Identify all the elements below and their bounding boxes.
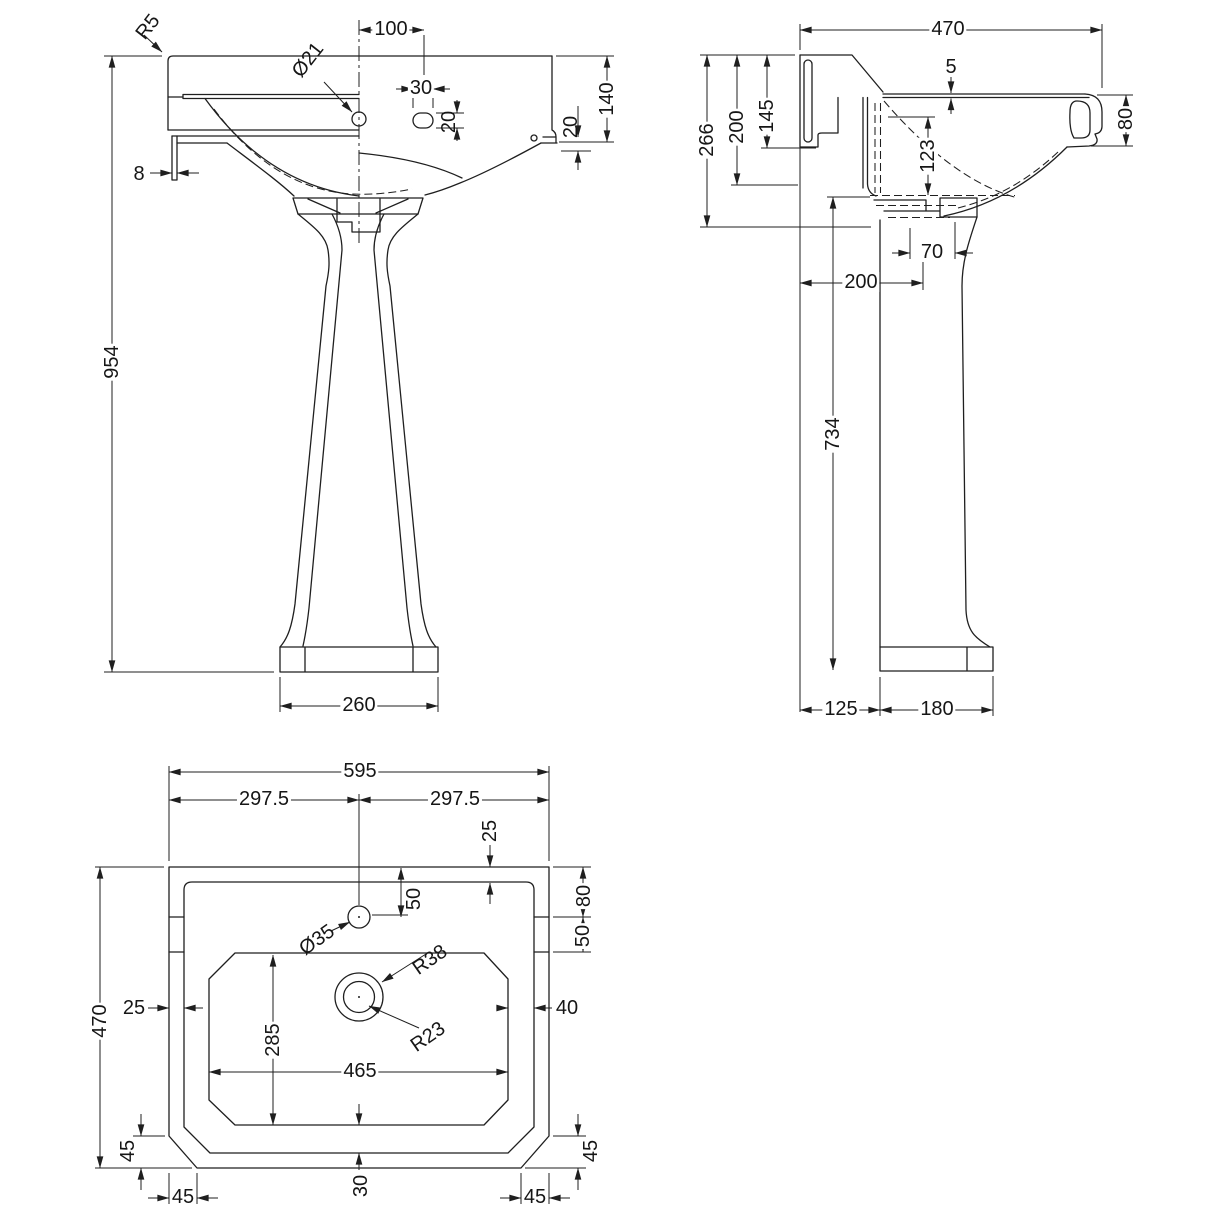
- front-overflow-slot: [412, 112, 434, 129]
- dim-plan-back-band-inner: 50: [572, 922, 594, 950]
- dim-side-fixing-height-3: 145: [756, 97, 778, 135]
- front-view-basin-outline: [167, 20, 558, 243]
- dim-front-apron-step: 20: [560, 115, 582, 139]
- dim-front-back-lip: 8: [131, 163, 147, 185]
- dim-plan-side-rim-right: 40: [555, 997, 579, 1019]
- dim-side-fixing-height-2: 200: [726, 108, 748, 146]
- dim-side-outlet-width: 70: [918, 241, 946, 263]
- dim-plan-side-rim-left: 25: [122, 997, 146, 1019]
- front-view-pedestal: [279, 197, 439, 673]
- plan-bowl-outline: [208, 952, 509, 1126]
- dim-plan-bowl-width: 465: [341, 1060, 379, 1082]
- dim-side-rim-fall: 5: [945, 56, 957, 78]
- dim-side-pedestal-height: 734: [822, 415, 844, 453]
- dim-plan-back-rim: 25: [479, 819, 501, 843]
- dim-plan-chamfer-side-left: 45: [117, 1139, 139, 1163]
- dim-side-overall-depth: 470: [929, 18, 967, 40]
- side-view-pedestal: [879, 216, 994, 672]
- plan-tap-hole: [347, 905, 371, 929]
- dim-side-bowl-depth: 123: [917, 137, 939, 175]
- dim-side-front-rim-height: 80: [1115, 105, 1137, 133]
- dim-front-tap-hole-offset: 100: [372, 18, 410, 40]
- dim-side-base-depth: 180: [918, 698, 956, 720]
- dim-plan-half-width-right: 297.5: [427, 788, 483, 810]
- dim-plan-overall-depth: 470: [89, 1002, 111, 1040]
- dim-plan-chamfer-front-right: 45: [521, 1186, 549, 1208]
- side-view-dimension-lines: [700, 24, 1133, 716]
- dim-plan-overall-width: 595: [341, 760, 379, 782]
- plan-view-outline: [168, 794, 550, 1169]
- dim-plan-chamfer-side-right: 45: [580, 1139, 602, 1163]
- side-view-basin-outline: [799, 54, 1103, 712]
- dim-plan-front-band: 30: [350, 1174, 372, 1198]
- dim-side-outlet-setback: 200: [842, 271, 880, 293]
- dim-plan-tap-hole-setback: 50: [403, 887, 425, 911]
- dim-plan-back-band: 80: [573, 882, 595, 910]
- dim-side-pedestal-setback: 125: [822, 698, 860, 720]
- dim-plan-chamfer-front-left: 45: [169, 1186, 197, 1208]
- dim-front-rim-depth: 140: [596, 80, 618, 118]
- dim-side-fixing-height-1: 266: [696, 121, 718, 159]
- plan-waste-inner: [342, 980, 376, 1014]
- dim-front-base-width: 260: [340, 694, 378, 716]
- dim-front-overall-height: 954: [101, 343, 123, 381]
- plan-waste-outer: [334, 972, 384, 1022]
- dim-front-overflow-height: 20: [438, 110, 460, 134]
- dim-plan-half-width-left: 297.5: [236, 788, 292, 810]
- side-wall-fixing-slot: [803, 59, 813, 143]
- dim-front-overflow-width: 30: [407, 77, 435, 99]
- dim-plan-bowl-length: 285: [262, 1021, 284, 1059]
